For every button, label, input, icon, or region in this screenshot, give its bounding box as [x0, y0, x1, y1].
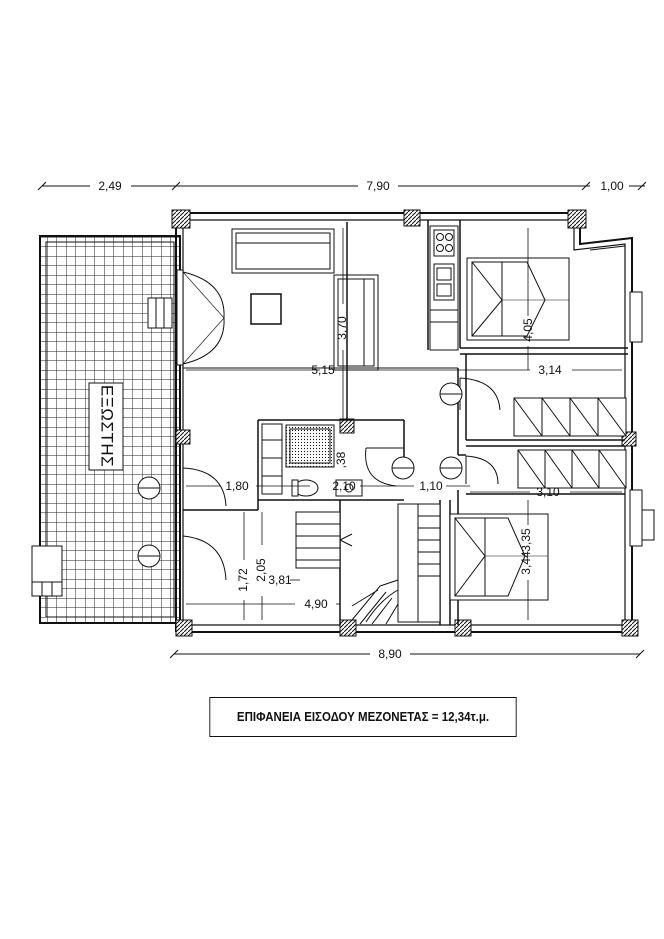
interior-dimension-lines	[186, 228, 622, 620]
dim-2-05: 2,05	[254, 558, 268, 582]
dim-3-14: 3,14	[538, 363, 562, 377]
dim-3-44: 3,44	[519, 551, 533, 575]
entrance-door	[176, 269, 225, 366]
kitchen	[429, 225, 459, 351]
dim-5-15: 5,15	[311, 363, 335, 377]
dim-1-72: 1,72	[236, 568, 250, 592]
dim-4-90: 4,90	[304, 597, 328, 611]
dim-1-80: 1,80	[225, 479, 249, 493]
dim-3-81: 3,81	[268, 573, 292, 587]
balcony-label-box	[88, 382, 124, 471]
dim-4-05: 4,05	[521, 318, 535, 342]
door-swings	[182, 377, 501, 581]
bedroom-1-furniture	[466, 257, 570, 341]
dim-top-left: 2,49	[98, 179, 122, 193]
dim-3-35: 3,35	[519, 528, 533, 552]
living-room-furniture	[231, 228, 379, 371]
dim-38: ,38	[334, 451, 348, 468]
dim-top-middle: 7,90	[366, 179, 390, 193]
dim-2-10: 2,10	[332, 479, 356, 493]
balcony-label: ΕΞΩΣΤΗΣ	[98, 385, 117, 467]
door-markers	[137, 382, 463, 568]
area-caption: ΕΠΙΦΑΝΕΙΑ ΕΙΣΟΔΟΥ ΜΕΖΟΝΕΤΑΣ = 12,34τ.μ.	[209, 697, 517, 737]
bathroom	[261, 423, 363, 497]
dim-bottom-total: 8,90	[378, 647, 402, 661]
dim-1-10: 1,10	[419, 479, 443, 493]
wardrobes	[513, 397, 627, 489]
dim-top-right: 1,00	[600, 179, 624, 193]
top-dimension-line	[37, 181, 647, 191]
bottom-dimension-line	[169, 649, 645, 659]
window-tags	[147, 291, 655, 547]
balcony-side-element	[31, 545, 63, 597]
columns	[171, 209, 639, 637]
dim-3-10: 3,10	[536, 485, 560, 499]
staircases	[295, 503, 441, 625]
dim-3-70: 3,70	[335, 316, 349, 340]
bedroom-2-furniture	[449, 513, 549, 601]
